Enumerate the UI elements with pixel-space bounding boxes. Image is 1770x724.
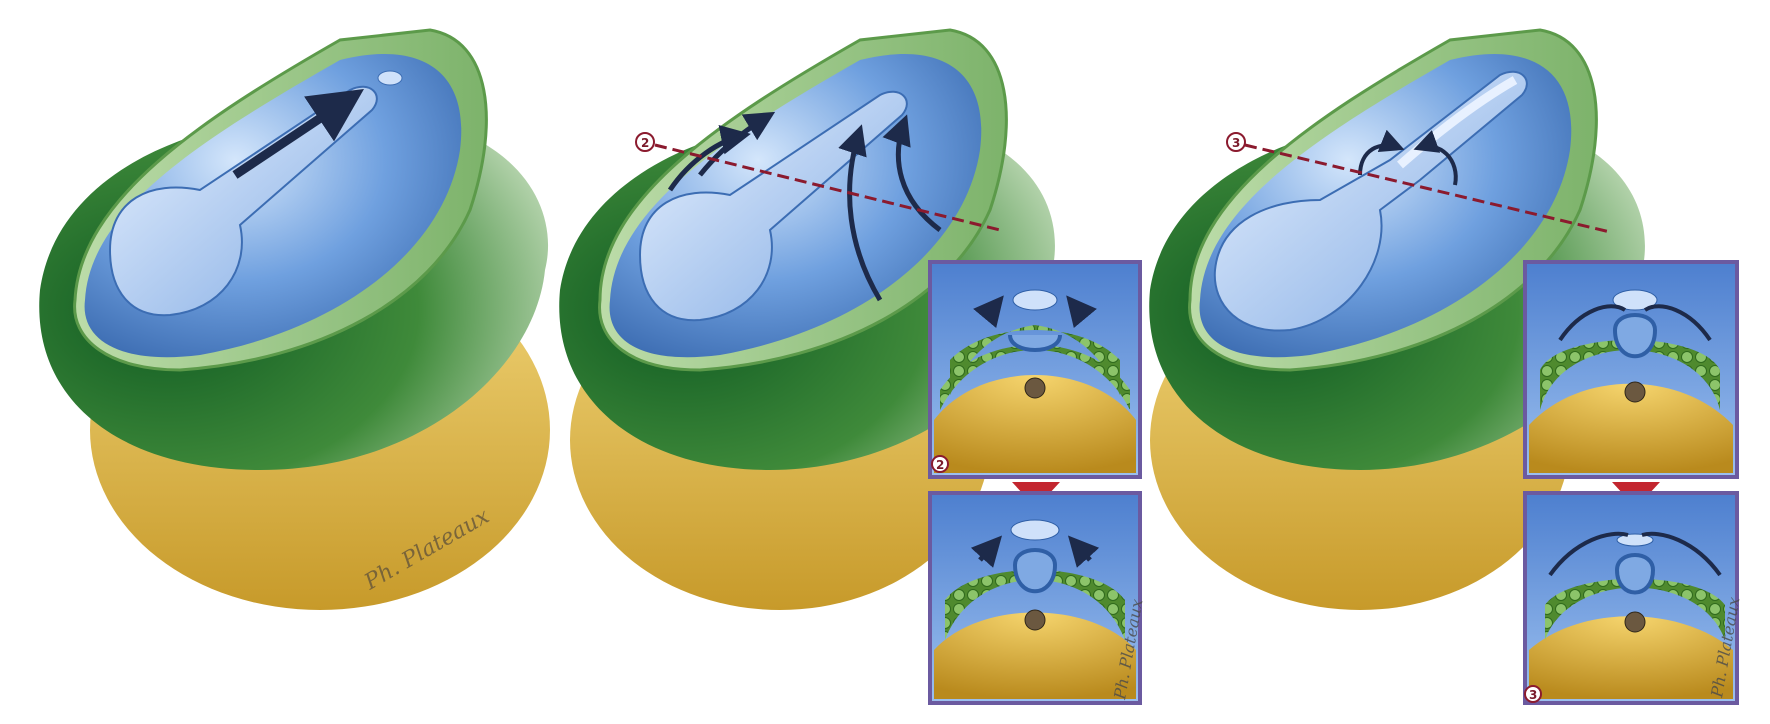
neural-folds bbox=[1213, 70, 1528, 332]
closure-arrow-right bbox=[1413, 130, 1458, 186]
neural-tube bbox=[1397, 76, 1518, 169]
growth-arrow bbox=[232, 89, 364, 179]
panel-1: Ph. Plateaux bbox=[39, 28, 550, 610]
section-line-2 bbox=[654, 143, 1001, 232]
cross-section-inset-3a bbox=[1523, 260, 1739, 479]
inset-label-3: 3 bbox=[1529, 688, 1537, 702]
section-label-3: 3 bbox=[1232, 136, 1240, 150]
fold-arrow-4 bbox=[882, 114, 942, 232]
closure-arrow-left bbox=[1358, 129, 1405, 176]
cross-section-inset-2b: Ph. Plateaux bbox=[928, 491, 1147, 705]
cross-section-inset-3b: 3 Ph. Plateaux bbox=[1523, 491, 1744, 705]
section-marker-2 bbox=[635, 132, 655, 152]
cross-section-inset-2a: 2 bbox=[928, 260, 1142, 479]
fold-arrow-3 bbox=[838, 124, 883, 302]
panel-2: 2 2 Ph. Plateaux bbox=[559, 28, 1147, 705]
section-marker-3 bbox=[1226, 132, 1246, 152]
inset-label-2: 2 bbox=[936, 458, 944, 472]
section-line-3 bbox=[1244, 143, 1611, 234]
neural-plate bbox=[108, 85, 378, 317]
primitive-node bbox=[377, 70, 403, 86]
fold-arrow-2 bbox=[698, 111, 776, 177]
section-label-2: 2 bbox=[641, 136, 649, 150]
panel-3: 3 3 Ph. Plateaux bbox=[1149, 28, 1744, 705]
